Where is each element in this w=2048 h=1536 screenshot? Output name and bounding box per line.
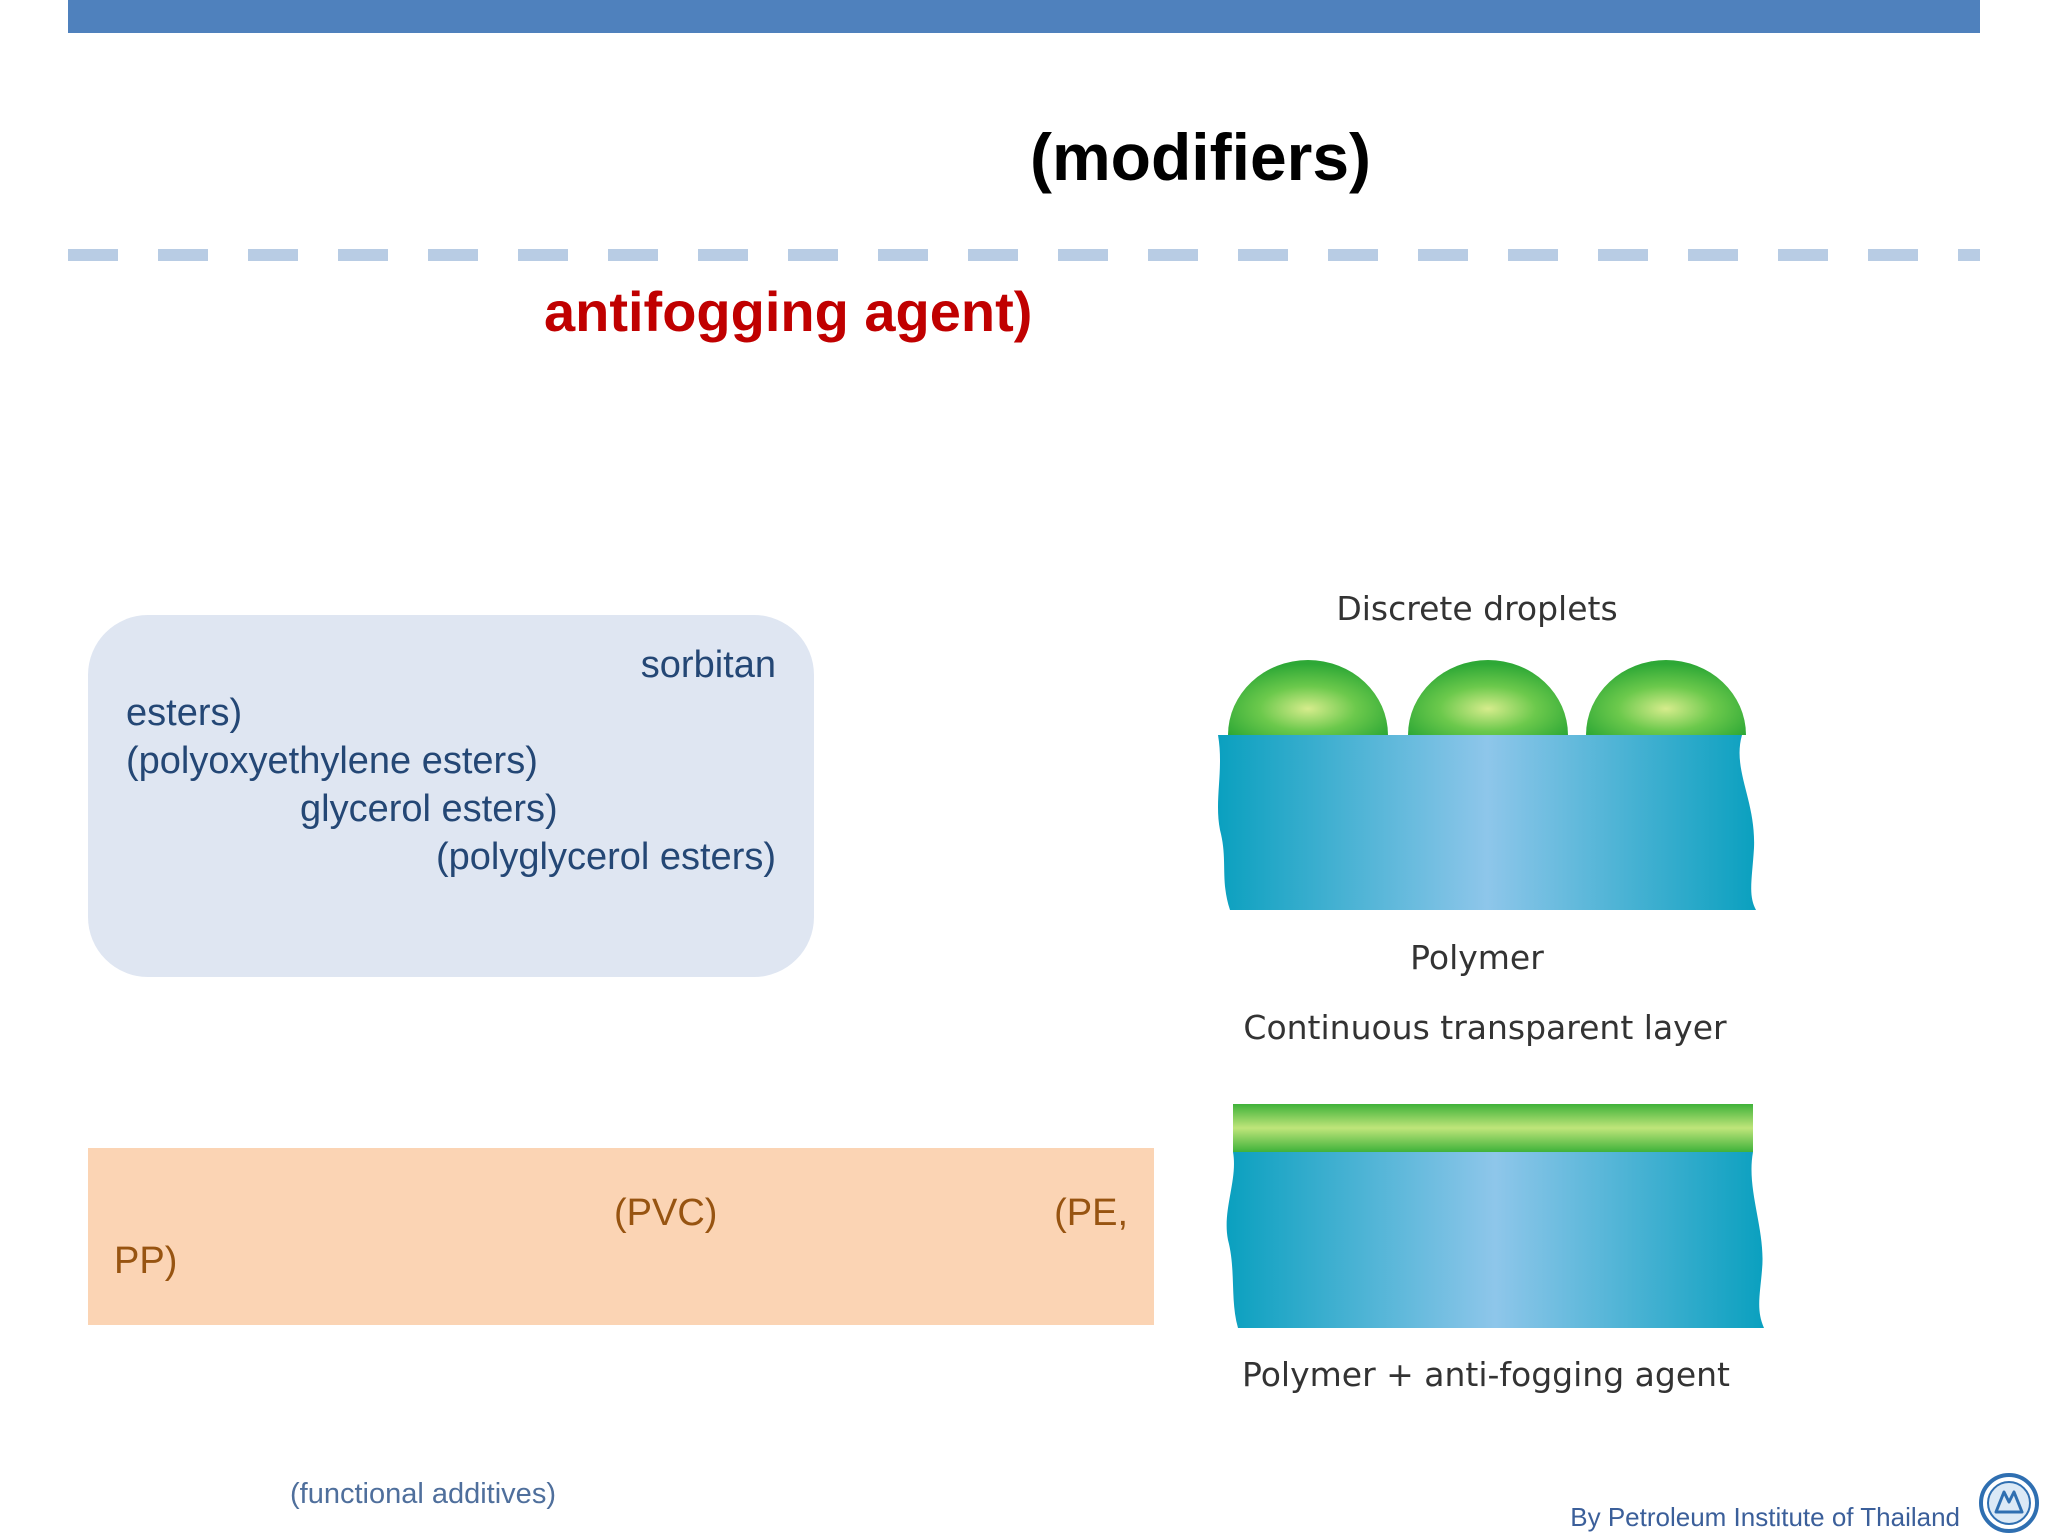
footer-note: (functional additives) bbox=[290, 1478, 556, 1510]
ester-line-1: sorbitan bbox=[640, 644, 776, 686]
droplet-2 bbox=[1408, 660, 1568, 735]
pti-logo-icon bbox=[1979, 1473, 2039, 1533]
ester-line-2: esters) bbox=[126, 692, 243, 734]
applications-box: (PVC) (PE, PP) bbox=[88, 1148, 1154, 1325]
ester-types-box: sorbitan esters) (polyoxyethylene esters… bbox=[88, 615, 814, 977]
anti-fog-layer bbox=[1233, 1104, 1753, 1152]
ester-line-3: (polyoxyethylene esters) bbox=[126, 740, 538, 782]
dashed-divider bbox=[68, 249, 1980, 261]
polymer-block-top bbox=[1218, 735, 1756, 910]
applications-line-2: PP) bbox=[114, 1240, 178, 1282]
antifog-diagram: Discrete droplets Polymer Continuous tra… bbox=[1218, 589, 1764, 1394]
pe-label: (PE, bbox=[1054, 1192, 1128, 1234]
header-bar bbox=[68, 0, 1980, 33]
pvc-label: (PVC) bbox=[614, 1192, 718, 1234]
slide-title: (modifiers) bbox=[1030, 120, 1372, 194]
footer-brand: By Petroleum Institute of Thailand bbox=[1570, 1502, 1960, 1532]
discrete-droplets-label: Discrete droplets bbox=[1336, 589, 1617, 628]
polymer-block-bottom bbox=[1226, 1152, 1764, 1328]
droplet-3 bbox=[1586, 660, 1746, 735]
applications-line-1: (PVC) (PE, bbox=[114, 1189, 1128, 1237]
ester-line-5: (polyglycerol esters) bbox=[436, 836, 776, 878]
continuous-layer-label: Continuous transparent layer bbox=[1243, 1008, 1727, 1047]
ester-line-4: glycerol esters) bbox=[300, 788, 558, 830]
polymer-label: Polymer bbox=[1410, 938, 1544, 977]
slide-subtitle: antifogging agent) bbox=[544, 280, 1033, 343]
polymer-antifog-label: Polymer + anti-fogging agent bbox=[1242, 1355, 1730, 1394]
droplet-1 bbox=[1228, 660, 1388, 735]
